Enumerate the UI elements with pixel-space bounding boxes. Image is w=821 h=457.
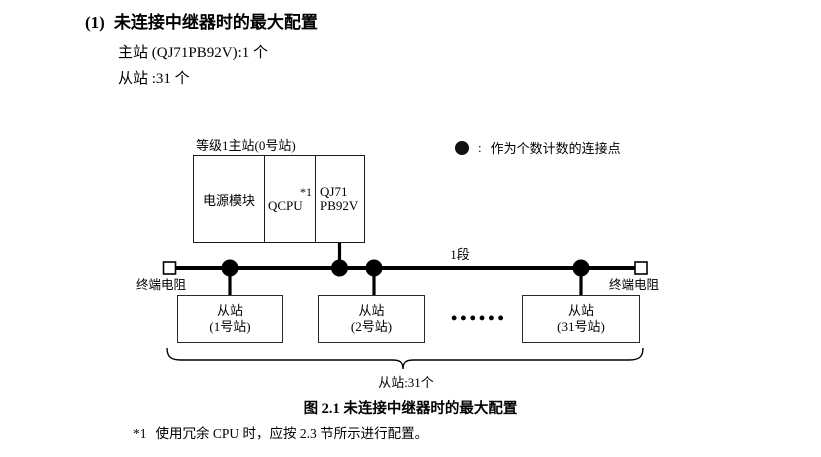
terminator-label-left: 终端电阻 bbox=[136, 278, 187, 292]
footnote-marker: *1 bbox=[133, 426, 147, 441]
slave-station-box-1: 从站 (1号站) bbox=[177, 295, 283, 343]
slave1-title: 从站 bbox=[216, 303, 243, 318]
power-module-cell: 电源模块 bbox=[202, 192, 255, 208]
slave-station-box-2: 从站 (2号站) bbox=[318, 295, 425, 343]
section-heading: (1) 未连接中继器时的最大配置 bbox=[85, 12, 318, 34]
footnote-ref-marker: *1 bbox=[300, 184, 312, 199]
ellipsis-dots: •••••• bbox=[451, 308, 507, 328]
connection-dot-icon bbox=[365, 259, 383, 277]
legend-colon: : bbox=[478, 139, 482, 155]
slave-total-label: 从站:31个 bbox=[378, 375, 434, 390]
legend: : 作为个数计数的连接点 bbox=[455, 138, 621, 157]
module-name-line1: QJ71 bbox=[320, 184, 348, 199]
brace-icon bbox=[166, 347, 644, 370]
slave2-number: (2号站) bbox=[350, 319, 393, 334]
slave31-number: (31号站) bbox=[557, 319, 605, 334]
pb92v-module-cell: QJ71 PB92V bbox=[315, 156, 364, 242]
slave-count-line: 从站 :31 个 bbox=[118, 71, 190, 87]
master-station-label: 等级1主站(0号站) bbox=[196, 138, 296, 153]
figure-caption: 图 2.1 未连接中继器时的最大配置 bbox=[303, 401, 518, 417]
heading-title: 未连接中继器时的最大配置 bbox=[113, 13, 318, 32]
legend-text: 作为个数计数的连接点 bbox=[490, 141, 621, 156]
qcpu-label: QCPU bbox=[268, 197, 303, 213]
slave1-number: (1号站) bbox=[209, 319, 251, 334]
terminator-label-right: 终端电阻 bbox=[609, 278, 660, 292]
master-count-line: 主站 (QJ71PB92V):1 个 bbox=[118, 45, 269, 61]
module-name-line2: PB92V bbox=[320, 198, 359, 213]
terminator-square-icon bbox=[634, 261, 648, 275]
qcpu-cell: *1 QCPU bbox=[264, 156, 315, 242]
connection-dot-icon bbox=[221, 259, 239, 277]
footnote: *1 使用冗余 CPU 时，应按 2.3 节所示进行配置。 bbox=[133, 425, 428, 442]
slave31-title: 从站 bbox=[567, 303, 594, 318]
terminator-square-icon bbox=[162, 261, 177, 275]
connection-point-legend-icon bbox=[455, 140, 469, 155]
heading-number: (1) bbox=[85, 13, 105, 32]
master-station-box: 电源模块 *1 QCPU QJ71 PB92V bbox=[193, 155, 365, 243]
slave2-title: 从站 bbox=[358, 303, 385, 318]
connection-dot-icon bbox=[572, 259, 590, 277]
connection-dot-icon bbox=[331, 259, 348, 277]
slave-station-box-31: 从站 (31号站) bbox=[522, 295, 640, 343]
segment-label: 1段 bbox=[450, 247, 470, 262]
footnote-text: 使用冗余 CPU 时，应按 2.3 节所示进行配置。 bbox=[155, 426, 429, 441]
